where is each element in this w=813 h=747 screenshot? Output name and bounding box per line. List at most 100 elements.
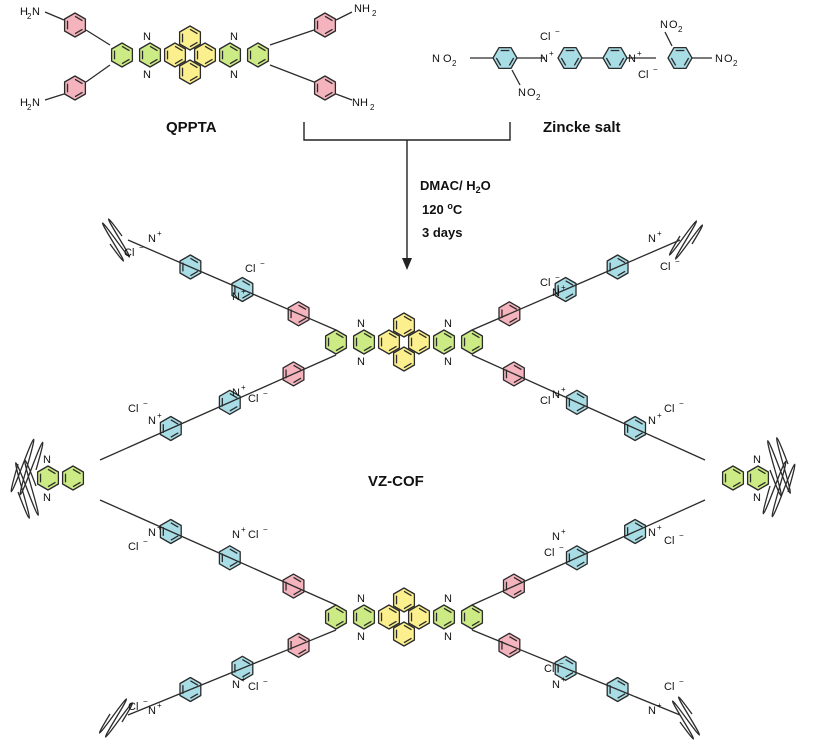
chloride-charge: − <box>263 525 268 534</box>
pyridinium-n-label: N <box>648 705 656 717</box>
cof-arm-bl-upper-pyridinium-ring-double-bond <box>229 561 238 567</box>
nitro-label: N <box>432 53 440 65</box>
pyridinium-charge: + <box>561 385 566 394</box>
cof-arm-bl-lower-link-bond <box>127 688 191 716</box>
pyridinium-charge: + <box>657 701 662 710</box>
cof-arm-br-upper-pyridinium-ring-double-bond <box>576 561 585 567</box>
nitro-label: O <box>443 53 452 65</box>
cof-arm-bl-upper-pyridinium-ring-double-bond <box>170 535 179 541</box>
chloride-charge: − <box>260 259 265 268</box>
nitro-label: O <box>527 87 536 99</box>
pyridinium-n-label: N <box>232 529 240 541</box>
cof-arm-tr-upper-link-bond <box>617 239 681 268</box>
zincke-dinitrophenyl-ring-double-bond <box>495 57 502 66</box>
zincke-dinitrophenyl-ring-double-bond <box>683 57 690 66</box>
qppta-phenazine-ring-double-bond <box>257 58 266 65</box>
cof-right-unit-pyrazine-ring-double-bond <box>757 481 766 488</box>
qppta-aminophenyl-ring-double-bond <box>324 28 333 35</box>
pyridinium-charge: + <box>657 229 662 238</box>
cof-left-unit-wavy-bond <box>10 438 44 496</box>
cof-arm-bl-lower-phenyl-ring-double-bond <box>298 649 307 655</box>
cof-top-core-pyrene-ring-double-bond <box>418 332 427 339</box>
cof-arm-tr-lower-phenyl-ring-double-bond <box>513 364 522 371</box>
pyridinium-n-label: N <box>648 527 656 539</box>
cof-arm-tl-lower-pyridinium-ring-double-bond <box>229 406 238 412</box>
cof-top-core-pyrene-ring-double-bond <box>418 345 427 352</box>
chloride-label: Cl <box>544 663 554 675</box>
bond <box>335 11 353 21</box>
pyridinium-n-label: N <box>232 291 240 303</box>
vz-cof-label: VZ-COF <box>368 473 424 490</box>
cof-end-wavy-bond <box>671 696 701 740</box>
cof-bottom-core-phenazine-ring-double-bond <box>443 620 452 627</box>
sub: 2 <box>733 59 738 68</box>
amine-label: N <box>32 6 40 18</box>
cof-arm-bl-lower-pyridinium-ring-double-bond <box>242 672 251 678</box>
ring-layer <box>36 12 770 703</box>
cof-arm-br-lower-pyridinium-ring-double-bond <box>617 680 626 686</box>
reaction-bracket <box>303 122 511 141</box>
chloride-charge: − <box>143 399 148 408</box>
qppta-pyrene-ring-double-bond <box>189 28 198 35</box>
qppta-pyrene-ring-double-bond <box>189 62 198 69</box>
qppta-aminophenyl-ring-double-bond <box>74 15 83 22</box>
pyridinium-n-label: N <box>628 53 636 65</box>
cof-end-wavy-bond <box>101 218 131 262</box>
zincke-pyridinium-ring-double-bond <box>618 57 625 66</box>
bond <box>269 29 315 46</box>
cof-arm-br-lower-phenyl-ring-double-bond <box>509 636 518 642</box>
chloride-label: Cl <box>660 261 670 273</box>
amine-label: NH <box>352 97 368 109</box>
pyridinium-charge: + <box>157 523 162 532</box>
cof-top-core-phenazine-ring-double-bond <box>363 332 372 339</box>
chloride-charge: − <box>559 543 564 552</box>
bond <box>44 11 65 21</box>
cof-arm-tl-lower-phenyl-ring-double-bond <box>293 377 302 384</box>
qppta-pyrene-ring-double-bond <box>174 45 183 52</box>
cof-arm-tl-upper-pyridinium-ring-double-bond <box>190 270 199 277</box>
cof-top-core-n-label: N <box>444 356 452 368</box>
cof-arm-tr-lower-pyridinium-ring-double-bond <box>576 393 585 399</box>
pyridinium-n-label: N <box>552 389 560 401</box>
cof-left-unit-pyrazine-ring-double-bond <box>47 481 56 488</box>
cof-bottom-core-phenazine-ring-double-bond <box>363 620 372 627</box>
cof-arm-br-upper-pyridinium-ring-double-bond <box>576 548 585 554</box>
condition-solvent: DMAC/ H2O <box>420 178 491 195</box>
cof-arm-tl-lower-link-bond <box>229 373 294 403</box>
pyridinium-n-label: N <box>148 415 156 427</box>
cof-bottom-core-pyrene-ring-double-bond <box>403 624 412 631</box>
cof-arm-tl-lower-link-bond <box>293 354 337 375</box>
cof-arm-br-upper-phenyl-ring-double-bond <box>513 589 522 596</box>
cof-arm-br-lower-pyridinium-ring-double-bond <box>617 693 626 699</box>
qppta-pyrene-ring-double-bond <box>204 45 213 52</box>
cof-arm-tl-upper-pyridinium-ring-double-bond <box>190 257 199 264</box>
nitro-label: N <box>715 53 723 65</box>
zincke-pyridinium-ring-double-bond <box>560 57 567 66</box>
chloride-charge: − <box>675 257 680 266</box>
pyridinium-charge: + <box>561 675 566 684</box>
cof-top-core-phenazine-ring-double-bond <box>335 332 344 339</box>
pyridinium-n-label: N <box>148 233 156 245</box>
cof-right-unit-wavy-bond <box>766 437 792 497</box>
qppta-pyrene-ring-double-bond <box>189 41 198 48</box>
cof-top-core-pyrene-ring-double-bond <box>403 315 412 322</box>
cof-bottom-core-phenazine-ring-double-bond <box>443 607 452 614</box>
chloride-charge: − <box>139 243 144 252</box>
cof-arm-br-lower-pyridinium-ring-double-bond <box>565 659 574 665</box>
cof-arm-br-upper-pyridinium-ring-double-bond <box>634 535 643 541</box>
pyridinium-charge: + <box>157 701 162 710</box>
cof-arm-br-lower-link-bond <box>565 667 618 691</box>
cof-arm-tl-lower-link-bond <box>170 401 231 430</box>
cof-bottom-core-phenazine-ring-double-bond <box>335 607 344 614</box>
pyridinium-n-label: N <box>648 415 656 427</box>
pyridinium-charge: + <box>549 49 554 58</box>
chloride-charge: − <box>263 677 268 686</box>
chloride-label: Cl <box>128 541 138 553</box>
sub: 2 <box>370 103 375 112</box>
cof-top-core-pyrene-ring-double-bond <box>403 328 412 335</box>
chloride-charge: − <box>679 677 684 686</box>
chloride-charge: − <box>555 391 560 400</box>
cof-arm-tr-upper-pyridinium-ring-double-bond <box>617 270 626 277</box>
cof-top-core-phenazine-ring-double-bond <box>335 345 344 352</box>
